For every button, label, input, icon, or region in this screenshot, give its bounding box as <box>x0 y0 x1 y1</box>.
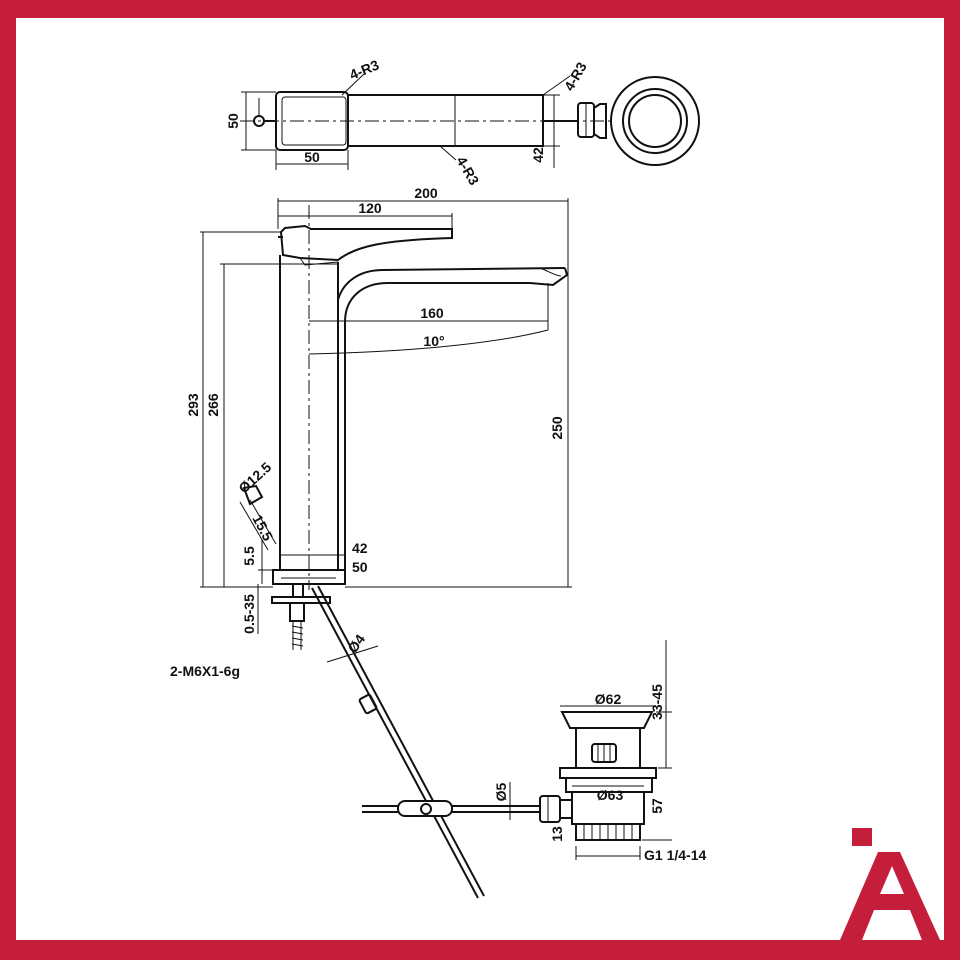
waste-plunger-ribs <box>597 744 611 762</box>
waste-assembly: Ø62 33-45 Ø63 57 Ø5 13 G1 1/4-14 <box>362 640 706 863</box>
hose-end <box>242 484 264 506</box>
side-view-spout-tip <box>529 267 569 287</box>
top-view-waste-outer <box>610 76 700 166</box>
stud-thread-label: 2-M6X1-6g <box>170 663 240 679</box>
side-view-spout-inner <box>344 282 530 570</box>
waste-flange-ring <box>565 777 653 793</box>
top-view-waste-inner <box>628 94 682 148</box>
waste-flange <box>559 767 657 779</box>
side-view-handle-lever <box>279 224 453 262</box>
waste-cap <box>560 711 654 729</box>
dim-cap-diameter: Ø62 <box>595 691 622 707</box>
logo-letter <box>840 852 940 940</box>
side-view: 200 120 160 10° 250 293 <box>170 185 572 899</box>
dim-hose-diameter: Ø12.5 <box>235 459 274 497</box>
hose-line <box>249 499 277 545</box>
dim-total-height: 293 <box>185 393 201 417</box>
angle-arc <box>308 329 549 355</box>
dim-spout-reach: 160 <box>420 305 444 321</box>
dim-angle: 10° <box>423 333 444 349</box>
side-view-spout-top <box>337 267 566 301</box>
top-view: 50 50 42 4-R3 4-R3 4-R3 <box>225 56 700 188</box>
dim-top-height: 50 <box>225 113 241 129</box>
dim-rod-diameter: Ø4 <box>344 631 368 656</box>
waste-pivot-nut <box>539 795 561 823</box>
dim-flange-diameter: Ø63 <box>597 787 624 803</box>
top-view-nut-teeth <box>593 103 607 139</box>
radius-label-a: 4-R3 <box>347 56 381 82</box>
pull-rod-clip <box>358 693 378 715</box>
dim-handle-length: 120 <box>358 200 382 216</box>
waste-thread-lines <box>583 824 633 840</box>
leader <box>542 75 571 96</box>
dim-cap-range: 33-45 <box>649 684 665 720</box>
waste-pivot-join <box>560 799 572 819</box>
dim-waste-rod: Ø5 <box>493 782 509 801</box>
dim-top-spout-height: 42 <box>530 147 546 163</box>
dim-total-length: 200 <box>414 185 438 201</box>
dim-spout-top: 266 <box>205 393 221 417</box>
side-view-stud-thread <box>291 621 304 650</box>
radius-label-b: 4-R3 <box>561 59 590 93</box>
side-view-stud-nut <box>289 602 305 622</box>
waste-rod-link <box>397 800 453 817</box>
technical-drawing: 50 50 42 4-R3 4-R3 4-R3 <box>170 56 940 940</box>
dim-spout-height: 250 <box>549 416 565 440</box>
brand-logo-icon <box>840 828 940 940</box>
side-view-stud-top <box>292 583 304 598</box>
dim-top-width: 50 <box>304 149 320 165</box>
dim-deck-range: 0.5-35 <box>241 594 257 634</box>
leader <box>439 145 457 161</box>
side-view-spout-lip <box>539 267 562 277</box>
pull-rod <box>311 587 479 899</box>
pull-rod-edge <box>317 585 485 897</box>
dim-body-height: 57 <box>649 798 665 814</box>
dim-base-width: 50 <box>352 559 368 575</box>
side-view-handle-base <box>299 257 339 266</box>
waste-rod-pin <box>420 803 432 815</box>
top-view-handle-body <box>275 91 349 151</box>
dim-body-width: 42 <box>352 540 368 556</box>
dim-small: 13 <box>549 826 565 842</box>
top-view-waste-ring <box>622 88 688 154</box>
leader <box>341 73 365 96</box>
dim-line <box>326 645 379 663</box>
radius-label-c: 4-R3 <box>453 154 482 188</box>
dim-hose-length: 15.5 <box>249 512 276 544</box>
waste-thread-label: G1 1/4-14 <box>644 847 706 863</box>
drawing-sheet: 50 50 42 4-R3 4-R3 4-R3 <box>16 18 944 940</box>
logo-square <box>852 828 872 846</box>
hose-line <box>239 501 269 551</box>
dim-base-offset: 5.5 <box>241 546 257 566</box>
